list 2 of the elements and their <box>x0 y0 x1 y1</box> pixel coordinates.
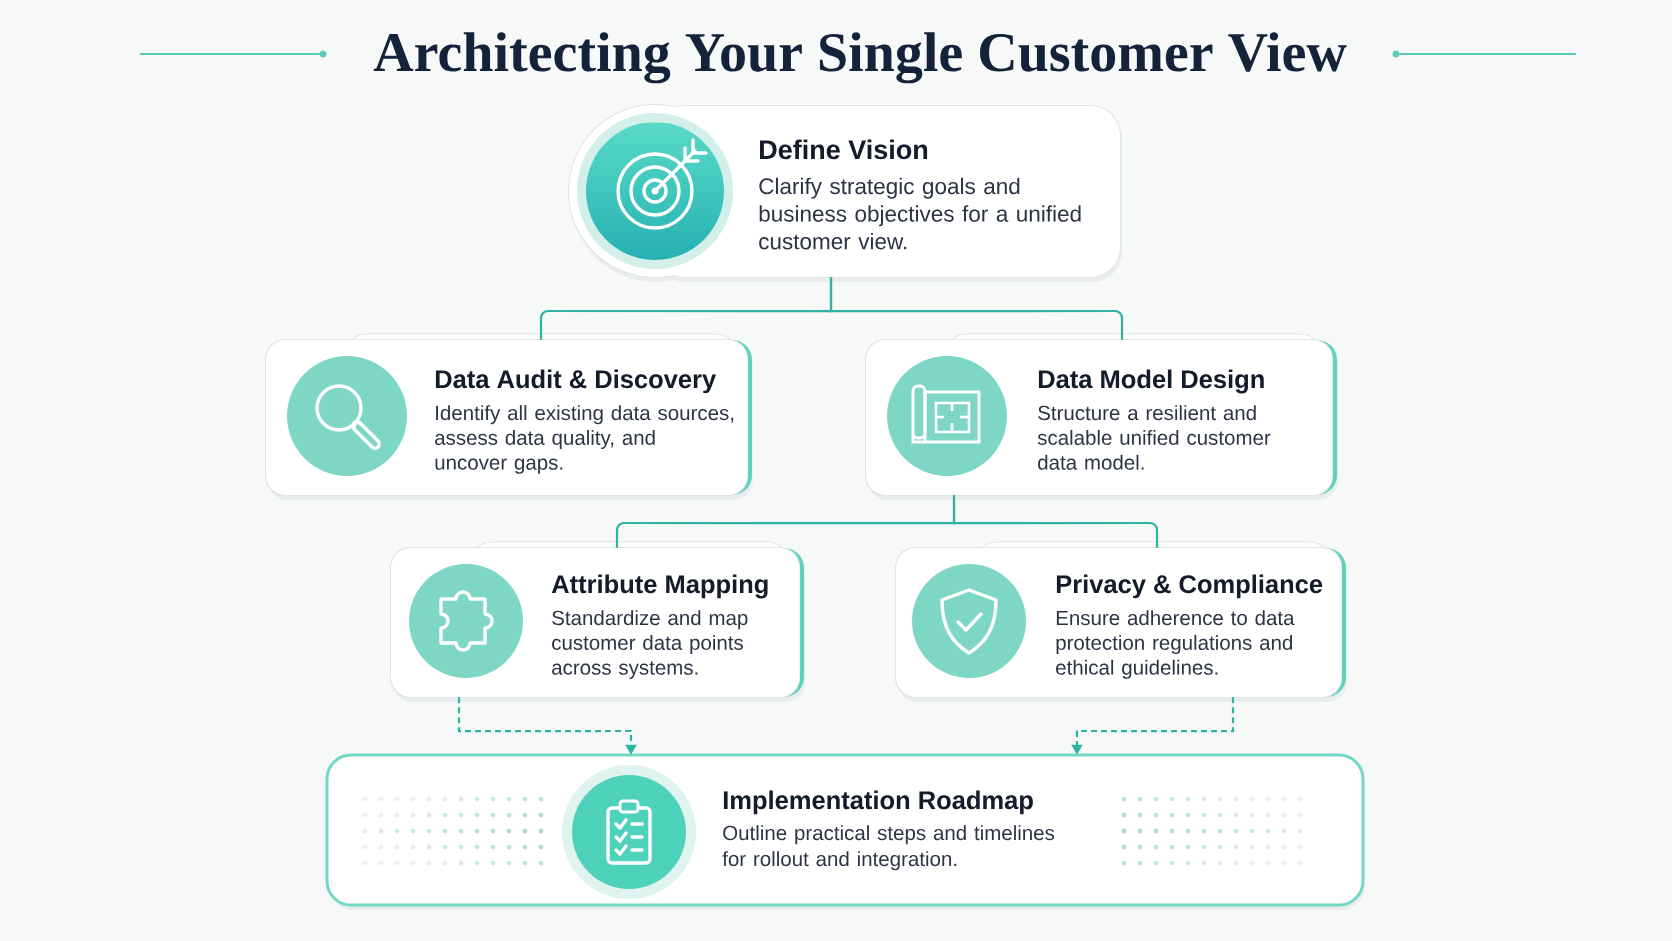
title: Architecting Your Single Customer View <box>373 32 1347 84</box>
connector <box>829 277 1124 340</box>
